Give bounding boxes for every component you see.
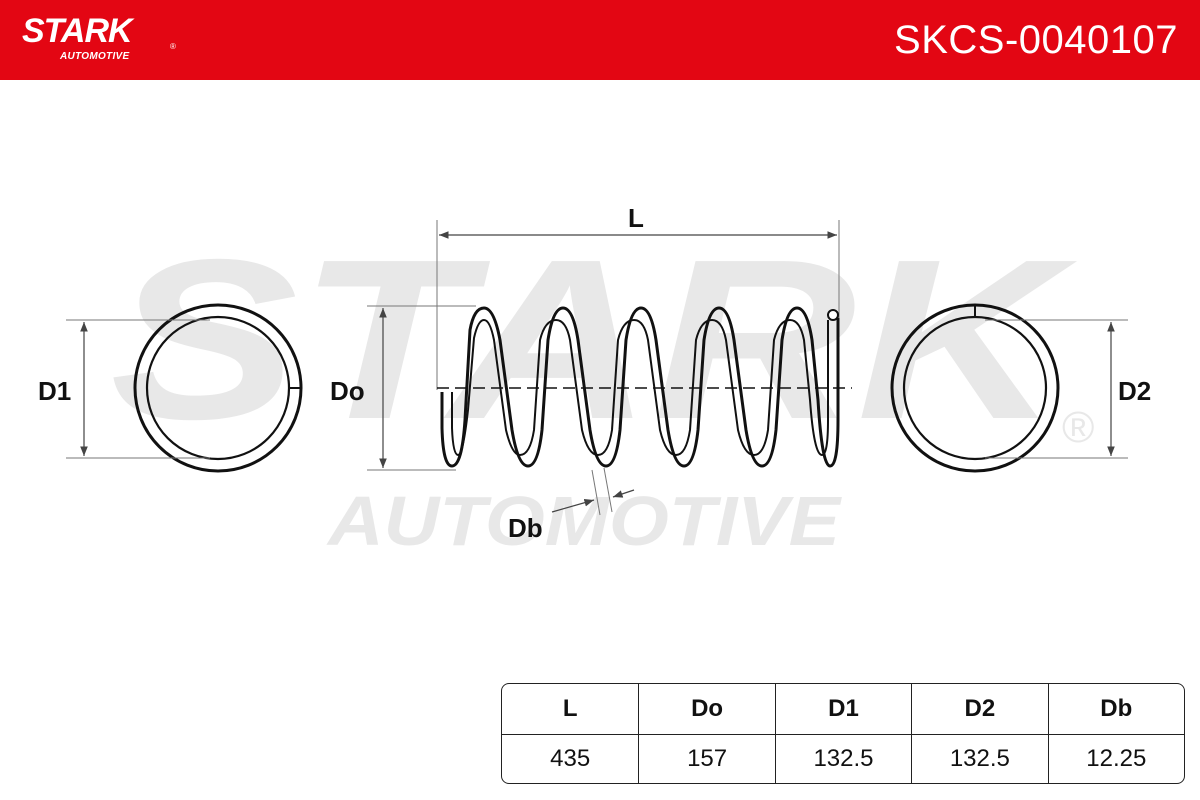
logo-registered-mark: ® bbox=[170, 42, 176, 51]
end-view-right: D2 bbox=[890, 303, 1151, 473]
spring-diagram: STARK AUTOMOTIVE ® D1 D2 L Do bbox=[38, 203, 1151, 560]
value-do: 157 bbox=[638, 735, 774, 783]
value-db: 12.25 bbox=[1047, 735, 1184, 783]
header-do: Do bbox=[638, 684, 775, 735]
header-d2: D2 bbox=[911, 684, 1048, 735]
part-number: SKCS-0040107 bbox=[894, 18, 1178, 62]
stark-logo: STARK bbox=[22, 12, 133, 50]
value-d2: 132.5 bbox=[911, 735, 1047, 783]
label-do: Do bbox=[330, 376, 365, 406]
label-db: Db bbox=[508, 513, 543, 543]
label-d1: D1 bbox=[38, 376, 71, 406]
watermark: STARK AUTOMOTIVE ® bbox=[110, 213, 1094, 560]
spring-side-view: L Do Db bbox=[330, 203, 852, 543]
logo-subtext: AUTOMOTIVE bbox=[60, 51, 130, 62]
header-l: L bbox=[502, 684, 639, 735]
header-db: Db bbox=[1047, 684, 1184, 735]
table-values-row: 435 157 132.5 132.5 12.25 bbox=[502, 735, 1184, 783]
header-bar: STARK ® AUTOMOTIVE SKCS-0040107 bbox=[0, 0, 1200, 80]
value-l: 435 bbox=[550, 745, 591, 772]
header-d1: D1 bbox=[774, 684, 912, 735]
value-d1: 132.5 bbox=[774, 735, 911, 783]
watermark-main-text: STARK bbox=[110, 213, 1078, 467]
label-l: L bbox=[628, 203, 644, 233]
watermark-sub-text: AUTOMOTIVE bbox=[326, 482, 843, 560]
label-d2: D2 bbox=[1118, 376, 1151, 406]
end-view-left: D1 bbox=[38, 303, 303, 473]
table-header-row: L Do D1 D2 Db bbox=[502, 684, 1184, 735]
watermark-registered-mark: ® bbox=[1062, 403, 1094, 452]
spec-table: L Do D1 D2 Db 435 157 132.5 132.5 12.25 bbox=[501, 683, 1185, 784]
